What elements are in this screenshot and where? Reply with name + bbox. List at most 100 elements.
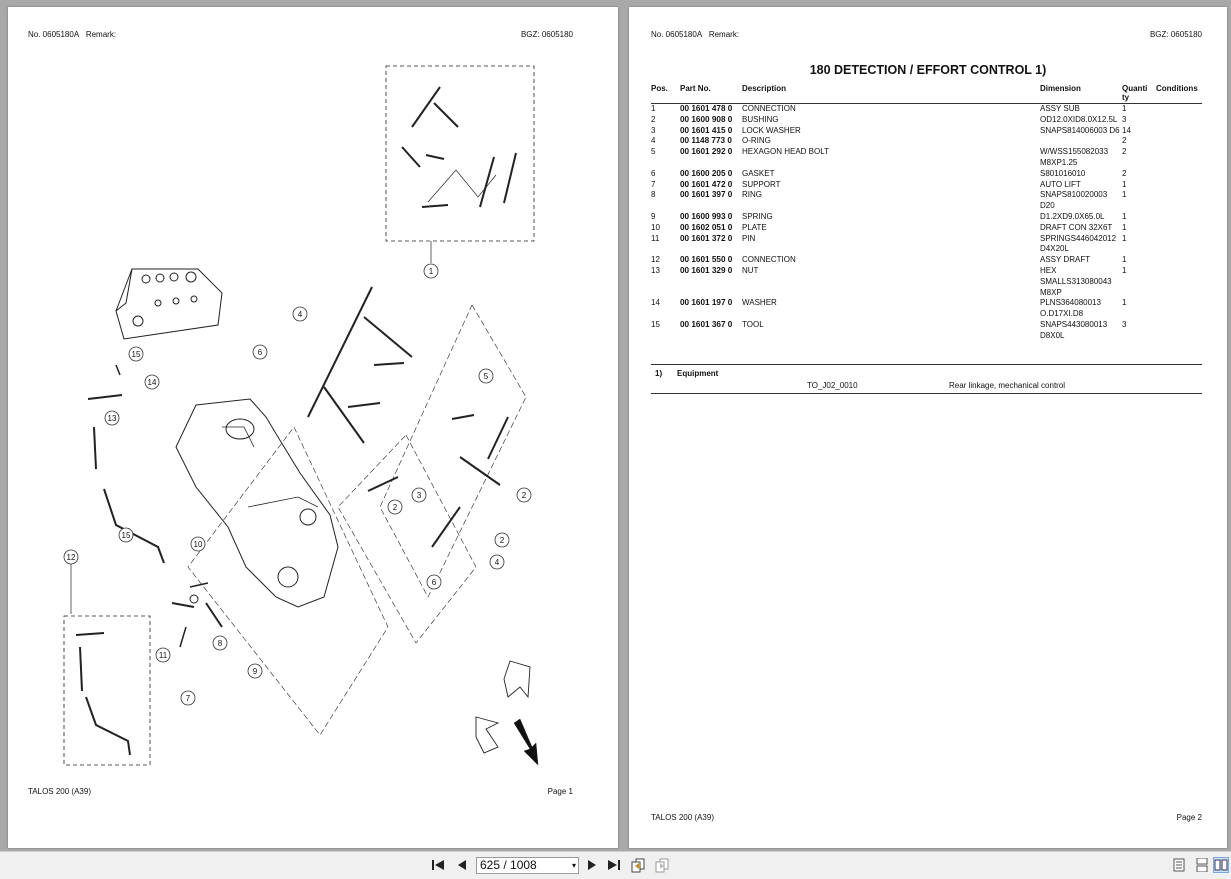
cell-conditions: [1156, 223, 1202, 234]
cell-description: SPRING: [742, 211, 773, 221]
section-title: 180 DETECTION / EFFORT CONTROL 1): [809, 63, 1047, 77]
cell-dimension: ASSY DRAFT: [1040, 255, 1091, 265]
continuous-view-icon[interactable]: [1194, 857, 1210, 873]
cell-pos: 15: [651, 319, 660, 329]
svg-text:10: 10: [194, 540, 203, 549]
cell-conditions: [1156, 320, 1202, 342]
footnote-section: 1) Equipment TO_J02_0010 Rear linkage, m…: [651, 364, 1202, 394]
callout-15b: 15: [118, 527, 134, 543]
svg-text:15: 15: [122, 531, 131, 540]
facing-pages-view-icon[interactable]: [1213, 857, 1229, 873]
cell-dimension: D1.2XD9.0X65.0L: [1040, 211, 1105, 221]
callout-9: 9: [247, 663, 263, 679]
cell-description: LOCK WASHER: [742, 125, 801, 135]
svg-text:4: 4: [298, 310, 303, 319]
callout-1: 1: [423, 263, 439, 279]
svg-text:2: 2: [522, 491, 527, 500]
cell-quantity: 1: [1122, 298, 1127, 308]
callout-2a: 2: [387, 499, 403, 515]
cell-conditions: [1156, 212, 1202, 223]
cell-conditions: [1156, 180, 1202, 191]
first-page-icon[interactable]: [430, 857, 446, 873]
svg-text:6: 6: [258, 348, 263, 357]
footnote-code: TO_J02_0010: [807, 381, 858, 390]
callout-13: 13: [104, 410, 120, 426]
cell-quantity: 2: [1122, 136, 1127, 146]
callout-2c: 2: [516, 487, 532, 503]
previous-page-icon[interactable]: [454, 857, 470, 873]
single-page-view-icon[interactable]: [1171, 857, 1187, 873]
cell-dimension: SNAPS810020003 D20: [1040, 190, 1108, 211]
cell-dimension: S801016010: [1040, 168, 1086, 178]
svg-text:7: 7: [186, 694, 191, 703]
cell-conditions: [1156, 147, 1202, 169]
last-page-icon[interactable]: [606, 857, 622, 873]
svg-text:2: 2: [393, 503, 398, 512]
svg-text:11: 11: [159, 651, 168, 660]
cell-pos: 8: [651, 190, 656, 200]
cell-part-no: 00 1601 415 0: [680, 125, 733, 135]
go-forward-view-icon[interactable]: [654, 857, 670, 873]
cell-quantity: 1: [1122, 104, 1127, 113]
page-number-label: Page 1: [547, 787, 573, 796]
col-header-part-no: Part No.: [680, 84, 742, 104]
doc-number: No. 0605180A: [651, 30, 703, 39]
cell-conditions: [1156, 298, 1202, 320]
page-number-value: 625 / 1008: [480, 858, 537, 872]
callout-4a: 4: [292, 306, 308, 322]
cell-dimension: PLNS364080013 O.D17XI.D8: [1040, 298, 1101, 319]
cell-description: HEXAGON HEAD BOLT: [742, 147, 829, 157]
cell-conditions: [1156, 115, 1202, 126]
callout-14: 14: [144, 374, 160, 390]
callout-2b: 2: [494, 532, 510, 548]
page-number-input[interactable]: 625 / 1008 ▾: [476, 857, 579, 874]
cell-conditions: [1156, 104, 1202, 115]
cell-dimension: W/WSS155082033 M8XP1.25: [1040, 147, 1109, 167]
page-1: No. 0605180A Remark: BGZ: 0605180: [8, 7, 618, 848]
page-number-label: Page 2: [1176, 813, 1202, 822]
go-back-view-icon[interactable]: [630, 857, 646, 873]
callout-15a: 15: [128, 346, 144, 362]
cell-conditions: [1156, 255, 1202, 266]
parts-table: Pos. Part No. Description Dimension Quan…: [651, 84, 1202, 342]
chevron-down-icon[interactable]: ▾: [571, 861, 576, 870]
col-header-conditions: Conditions: [1156, 84, 1202, 104]
cell-dimension: ASSY SUB: [1040, 104, 1080, 113]
callout-6b: 6: [426, 574, 442, 590]
callout-3: 3: [411, 487, 427, 503]
callout-4b: 4: [489, 554, 505, 570]
footnote-text: Rear linkage, mechanical control: [949, 381, 1066, 390]
cell-pos: 9: [651, 211, 656, 221]
cell-quantity: 1: [1122, 179, 1127, 189]
cell-part-no: 00 1600 205 0: [680, 168, 733, 178]
next-page-icon[interactable]: [584, 857, 600, 873]
cell-quantity: 2: [1122, 147, 1127, 157]
cell-pos: 10: [651, 222, 660, 232]
viewer-toolbar: 625 / 1008 ▾: [0, 851, 1231, 879]
cell-description: BUSHING: [742, 114, 779, 124]
col-header-description: Description: [742, 84, 1040, 104]
cell-pos: 3: [651, 125, 656, 135]
cell-pos: 12: [651, 255, 660, 265]
cell-part-no: 00 1601 397 0: [680, 190, 733, 200]
table-header-row: Pos. Part No. Description Dimension Quan…: [651, 84, 1202, 104]
svg-text:12: 12: [67, 553, 76, 562]
cell-description: PLATE: [742, 222, 767, 232]
doc-number: No. 0605180A: [28, 30, 80, 39]
model-label: TALOS 200 (A39): [651, 813, 714, 822]
cell-pos: 7: [651, 179, 656, 189]
cell-description: SUPPORT: [742, 179, 781, 189]
cell-dimension: DRAFT CON 32X6T: [1040, 222, 1113, 232]
remark-label: Remark:: [85, 30, 117, 39]
cell-conditions: [1156, 266, 1202, 298]
cell-dimension: OD12.0XID8.0X12.5L: [1040, 114, 1118, 124]
cell-quantity: 1: [1122, 222, 1127, 232]
cell-quantity: 14: [1122, 125, 1131, 135]
